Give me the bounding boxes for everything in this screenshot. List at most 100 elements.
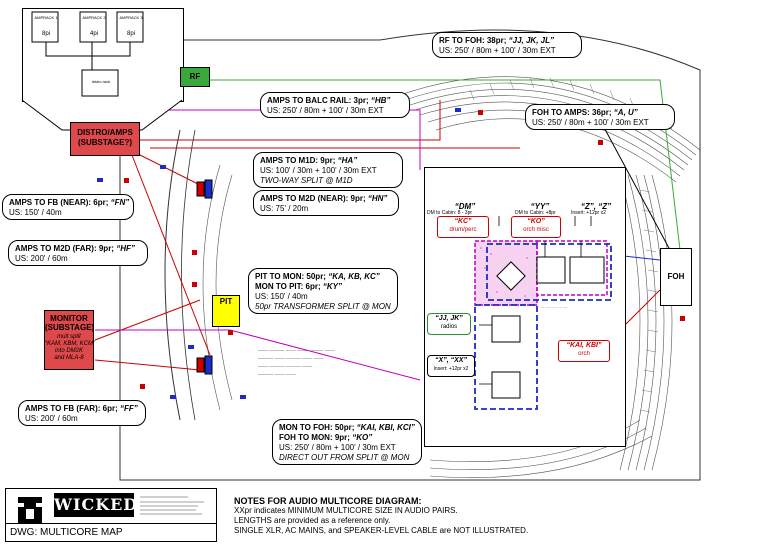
distro-amps-box: DISTRO/AMPS (SUBSTAGE?) <box>70 122 140 156</box>
monitor-note-1: mult split <box>57 334 81 340</box>
callout-amps-m1d: AMPS TO M1D: 9pr; “HA” US: 100' / 30m + … <box>253 152 403 188</box>
amps-fb-far-title: AMPS TO FB (FAR): 6pr; <box>25 404 120 413</box>
stage-edge <box>164 129 181 421</box>
amps-m2d-far-title: AMPS TO M2D (FAR): 9pr; <box>15 244 117 253</box>
amps-m2d-far-us: US: 200' / 60m <box>15 254 68 263</box>
amps-m2d-far-code: “HF” <box>116 244 135 253</box>
svg-text:— — ——— — —: — — ——— — — <box>535 304 567 309</box>
callout-mon-to-foh: MON TO FOH: 50pr; “KAI, KBI, KCI” FOH TO… <box>272 419 422 465</box>
notes-line-3: SINGLE XLR, AC MAINS, and SPEAKER-LEVEL … <box>234 526 529 535</box>
pit-mon-title: PIT TO MON: 50pr; <box>255 272 329 281</box>
foh-amps-title: FOH TO AMPS: 36pr; <box>532 108 614 117</box>
mon-pit-code: “KY” <box>322 282 342 291</box>
dwg-label: DWG: MULTICORE MAP <box>6 523 216 541</box>
foh-amps-code: “A, U” <box>613 108 638 117</box>
speaker-stacks <box>196 179 213 375</box>
inset-rack-1-count: 8pi <box>41 31 50 37</box>
svg-text:——— —— ——: ——— —— —— <box>258 372 296 378</box>
inset-rack-1-label: AMPRACK 1 <box>34 15 58 20</box>
jj-sub: radios <box>440 324 458 330</box>
mon-foh-code: “KAI, KBI, KCI” <box>356 423 415 432</box>
jj-label: “JJ, JK” <box>435 315 463 322</box>
kai-label: “KAI, KBI” <box>566 342 602 349</box>
kc-label: “KC” <box>454 218 472 225</box>
dm-label: “DM” <box>454 202 476 211</box>
rf-box: RF <box>180 67 210 87</box>
amps-m2d-near-title: AMPS TO M2D (NEAR): 9pr; <box>260 194 368 203</box>
kai-callout: “KAI, KBI” orch <box>558 340 610 362</box>
callout-amps-fb-near: AMPS TO FB (NEAR): 6pr; “FN” US: 150' / … <box>2 194 134 220</box>
callout-amps-fb-far: AMPS TO FB (FAR): 6pr; “FF” US: 200' / 6… <box>18 400 146 426</box>
rf-foh-code: “JJ, JK, JL” <box>508 36 554 45</box>
mon-foh-title: MON TO FOH: 50pr; <box>279 423 357 432</box>
amps-balc-us: US: 250' / 80m + 100' / 30m EXT <box>267 106 384 115</box>
amps-m2d-near-us: US: 75' / 20m <box>260 204 309 213</box>
kc-sub: drum/perc <box>449 227 477 233</box>
foh-mon-title: FOH TO MON: 9pr; <box>279 433 353 442</box>
monitor-line-2: (SUBSTAGE) <box>45 323 95 332</box>
inset-rack-2-label: AMPRACK 2 <box>82 15 106 20</box>
pit-detail-drawing: — — ——— — — <box>464 216 612 410</box>
title-small-print <box>138 493 212 517</box>
amprack-inset: AMPRACK 1 AMPRACK 2 AMPRACK 3 8pi 4pi 8p… <box>21 8 184 131</box>
monitor-box: MONITOR (SUBSTAGE) mult split “KAM, KBM,… <box>44 310 96 370</box>
rf-foh-title: RF TO FOH: 38pr; <box>439 36 509 45</box>
monitor-note-2: “KAM, KBM, KCM” <box>45 341 96 347</box>
callout-foh-to-amps: FOH TO AMPS: 36pr; “A, U” US: 250' / 80m… <box>525 104 675 130</box>
svg-text:——— —— ——— —— ——: ——— —— ——— —— —— <box>258 356 324 362</box>
monitor-note-4: and MLA-8 <box>54 355 84 361</box>
amps-m1d-note: TWO-WAY SPLIT @ M1D <box>260 176 353 185</box>
ko-label: “KO” <box>527 218 545 225</box>
show-logo: WICKED <box>54 493 137 517</box>
mon-foh-note: DIRECT OUT FROM SPLIT @ MON <box>279 453 410 462</box>
foh-amps-us: US: 250' / 80m + 100' / 30m EXT <box>532 118 649 127</box>
callout-amps-m2d-far: AMPS TO M2D (FAR): 9pr; “HF” US: 200' / … <box>8 240 148 266</box>
kai-sub: orch <box>578 351 590 357</box>
amps-balc-code: “HB” <box>370 96 391 105</box>
callout-rf-to-foh: RF TO FOH: 38pr; “JJ, JK, JL” US: 250' /… <box>432 32 582 58</box>
inset-rack-3-label: AMPRACK 3 <box>119 15 143 20</box>
red-connectors <box>124 110 685 389</box>
notes-line-2: LENGTHS are provided as a reference only… <box>234 516 391 525</box>
pit-box: PIT <box>212 295 240 327</box>
amps-m1d-us: US: 100' / 30m + 100' / 30m EXT <box>260 166 377 175</box>
kc-callout: “KC” drum/perc <box>437 216 489 238</box>
amps-fb-near-us: US: 150' / 40m <box>9 208 62 217</box>
amps-fb-near-code: “FN” <box>110 198 130 207</box>
callout-amps-balc-rail: AMPS TO BALC RAIL: 3pr; “HB” US: 250' / … <box>260 92 410 118</box>
seat-ticks <box>469 77 673 413</box>
inset-lines <box>21 11 183 131</box>
amps-m1d-title: AMPS TO M1D: 9pr; <box>260 156 338 165</box>
svg-text:—— ——— ——— ——: —— ——— ——— —— <box>258 364 312 370</box>
union-logo <box>18 497 42 523</box>
mon-foh-us: US: 250' / 80m + 100' / 30m EXT <box>279 443 396 452</box>
amps-fb-near-title: AMPS TO FB (NEAR): 6pr; <box>9 198 111 207</box>
xx-label: “X”, “XX” <box>435 357 467 364</box>
pit-detail-panel: — — ——— — — “DM” DM to Cabin: 8 - 3pr “Y… <box>424 167 626 447</box>
pit-mon-us: US: 150' / 40m <box>255 292 308 301</box>
mon-pit-title: MON TO PIT: 6pr; <box>255 282 323 291</box>
callout-amps-m2d-near: AMPS TO M2D (NEAR): 9pr; “HN” US: 75' / … <box>253 190 399 216</box>
zz-label: “Z”, “Z” <box>580 202 612 211</box>
monitor-line-1: MONITOR <box>50 314 88 323</box>
notes-block: NOTES FOR AUDIO MULTICORE DIAGRAM: XXpr … <box>234 496 594 536</box>
amps-balc-title: AMPS TO BALC RAIL: 3pr; <box>267 96 371 105</box>
distro-line-1: DISTRO/AMPS <box>77 128 133 137</box>
zz-sub: Insert: +12pr x2 <box>571 210 606 216</box>
dm-sub: DM to Cabin: 8 - 3pr <box>427 210 473 216</box>
amps-fb-far-code: “FF” <box>119 404 138 413</box>
jj-callout: “JJ, JK” radios <box>427 313 471 335</box>
inset-distro-label: distro rack <box>91 79 111 84</box>
foh-box: FOH <box>660 248 692 306</box>
xx-callout: “X”, “XX” Insert: +12pr x2 <box>427 355 475 377</box>
connectors <box>97 108 461 399</box>
inset-rack-3-count: 8pi <box>126 31 135 37</box>
title-block: WICKED DWG: MULTICORE MAP <box>5 488 217 542</box>
ko-callout: “KO” orch misc <box>511 216 561 238</box>
foh-mon-code: “KO” <box>352 433 373 442</box>
callout-pit-to-mon: PIT TO MON: 50pr; “KA, KB, KC” MON TO PI… <box>248 268 398 314</box>
xx-sub: Insert: +12pr x2 <box>433 366 469 372</box>
cable-runs <box>94 79 681 381</box>
